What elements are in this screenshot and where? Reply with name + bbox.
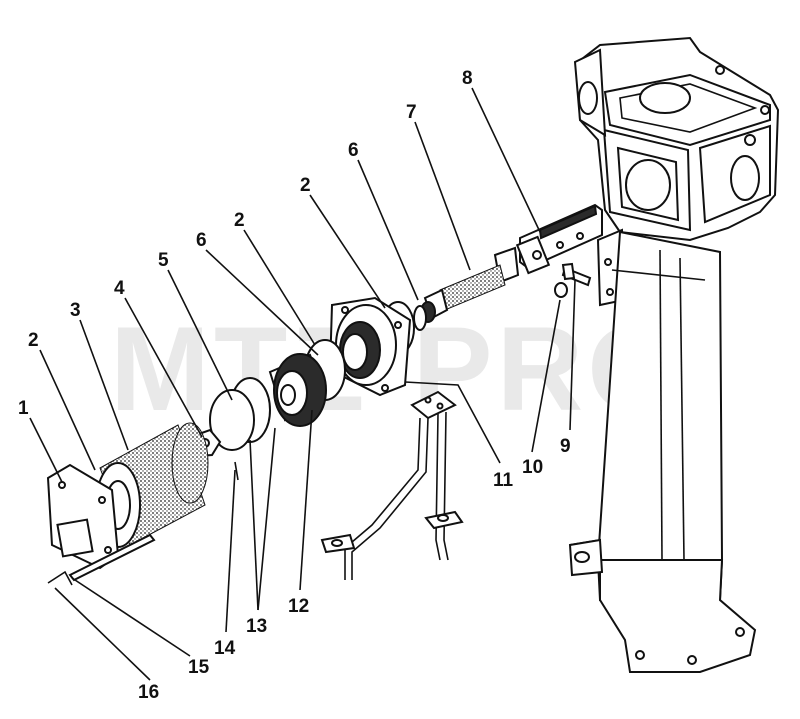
callout-16: 16 bbox=[138, 682, 159, 703]
callout-6: 6 bbox=[196, 230, 207, 251]
callout-10: 10 bbox=[522, 457, 543, 478]
callout-3: 3 bbox=[70, 300, 81, 321]
part-10-washer bbox=[554, 282, 568, 298]
callout-13: 13 bbox=[246, 616, 267, 637]
part-6-ring-upper bbox=[413, 305, 427, 331]
callout-2: 2 bbox=[234, 210, 245, 231]
callout-15: 15 bbox=[188, 657, 210, 678]
steering-housing bbox=[568, 36, 780, 673]
part-9-bolt bbox=[561, 262, 592, 287]
callout-4: 4 bbox=[114, 278, 125, 299]
part-14-pin bbox=[234, 461, 239, 481]
callout-5: 5 bbox=[158, 250, 169, 271]
callout-12: 12 bbox=[288, 596, 309, 617]
callout-8: 8 bbox=[462, 68, 473, 89]
callout-7: 7 bbox=[406, 102, 417, 123]
callout-14: 14 bbox=[214, 638, 236, 659]
part-3-drum bbox=[95, 422, 209, 548]
leader-lines bbox=[29, 87, 576, 681]
callout-labels: 1 2 3 4 5 6 2 2 6 7 8 9 10 11 12 13 14 1… bbox=[18, 68, 571, 703]
part-16-cotter-pin bbox=[47, 570, 73, 586]
callout-1: 1 bbox=[18, 398, 29, 419]
part-13-ring-b bbox=[209, 389, 255, 451]
callout-11: 11 bbox=[493, 470, 514, 491]
callout-2: 2 bbox=[28, 330, 39, 351]
oil-tube-assembly bbox=[320, 390, 464, 580]
part-1-cover bbox=[46, 463, 120, 570]
part-12-bearing bbox=[268, 353, 327, 427]
callout-6: 6 bbox=[348, 140, 359, 161]
part-8-rack bbox=[515, 203, 603, 275]
callout-2: 2 bbox=[300, 175, 311, 196]
flange-cover bbox=[328, 296, 412, 397]
callout-9: 9 bbox=[560, 436, 571, 457]
